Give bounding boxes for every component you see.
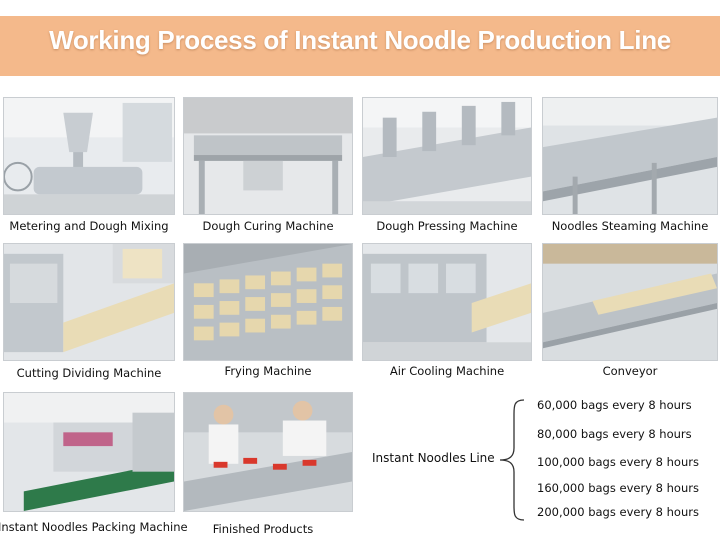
- capacity-item: 200,000 bags every 8 hours: [537, 505, 699, 519]
- metering-dough-mixing-photo: [3, 97, 175, 215]
- step-label-conveyor: Conveyor: [602, 364, 658, 378]
- cutting-dividing-machine-photo: [3, 243, 175, 361]
- step-label-air-cooling: Air Cooling Machine: [389, 364, 505, 378]
- step-label-frying: Frying Machine: [224, 364, 312, 378]
- packing-machine-photo: [3, 392, 175, 512]
- capacity-brace: [499, 399, 525, 521]
- page-title: Working Process of Instant Noodle Produc…: [49, 25, 671, 55]
- capacity-item: 60,000 bags every 8 hours: [537, 398, 692, 412]
- dough-pressing-machine-photo: [362, 97, 532, 215]
- step-label-dough-curing: Dough Curing Machine: [202, 219, 334, 233]
- capacity-item: 160,000 bags every 8 hours: [537, 481, 699, 495]
- capacity-item: 80,000 bags every 8 hours: [537, 427, 692, 441]
- noodles-steaming-machine-photo: [542, 97, 718, 215]
- frying-machine-photo: [183, 243, 353, 361]
- step-label-noodles-steaming: Noodles Steaming Machine: [551, 219, 709, 233]
- instant-noodles-line-label: Instant Noodles Line: [372, 451, 495, 465]
- step-label-finished-products: Finished Products: [212, 522, 314, 536]
- step-label-cutting-dividing: Cutting Dividing Machine: [16, 366, 162, 380]
- capacity-item: 100,000 bags every 8 hours: [537, 455, 699, 469]
- conveyor-photo: [542, 243, 718, 361]
- dough-curing-machine-photo: [183, 97, 353, 215]
- air-cooling-machine-photo: [362, 243, 532, 361]
- finished-products-photo: [183, 392, 353, 512]
- step-label-dough-pressing: Dough Pressing Machine: [376, 219, 518, 233]
- step-label-metering: Metering and Dough Mixing: [9, 219, 169, 233]
- step-label-packing: Instant Noodles Packing Machine: [0, 520, 188, 534]
- title-banner: Working Process of Instant Noodle Produc…: [0, 16, 720, 76]
